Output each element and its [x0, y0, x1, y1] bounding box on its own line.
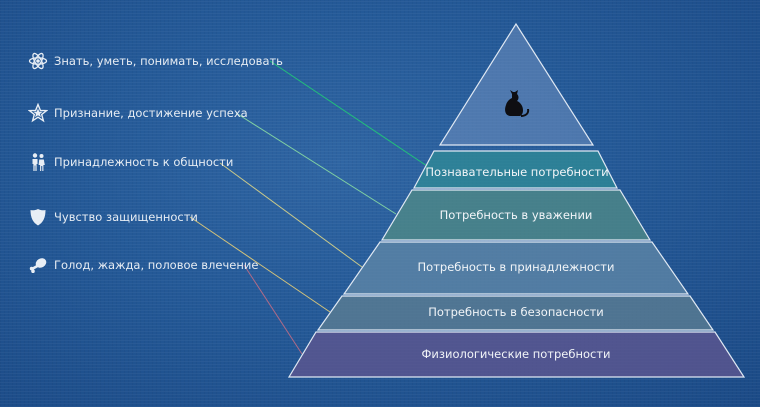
- need-label-wrap: Голод, жажда, половое влечение: [54, 258, 258, 272]
- connector-lines: [189, 60, 431, 355]
- shield-icon: [30, 209, 46, 226]
- star-icon: [28, 103, 48, 123]
- drumstick-icon: [29, 258, 47, 273]
- need-label-physiological: Голод, жажда, половое влечение: [54, 258, 258, 272]
- tier-2-label: Потребность в уважении: [440, 208, 593, 222]
- tier-5-label: Физиологические потребности: [421, 347, 610, 361]
- tier-1-label: Познавательные потребности: [425, 165, 608, 179]
- connector-line: [269, 60, 431, 169]
- people-icon: [32, 153, 45, 171]
- tier-4: Потребность в безопасности: [316, 295, 715, 331]
- need-item-esteem: Признание, достижение успеха: [28, 102, 284, 124]
- need-item-safety: Чувство защищенности: [28, 206, 234, 228]
- tier-3-band: [342, 241, 690, 295]
- tier-5-band: [287, 331, 746, 378]
- need-label-wrap: Принадлежность к общности: [54, 155, 233, 169]
- tier-3-label: Потребность в принадлежности: [418, 260, 615, 274]
- connector-line: [235, 112, 397, 215]
- need-label-cognitive: Знать, уметь, понимать, исследовать: [54, 54, 283, 68]
- connector-line: [189, 216, 331, 313]
- tier-5: Физиологические потребности: [287, 331, 746, 378]
- need-label-wrap: Знать, уметь, понимать, исследовать: [54, 54, 283, 68]
- tier-4-band: [316, 295, 715, 331]
- need-label-wrap: Чувство защищенности: [54, 210, 198, 224]
- need-label-belonging: Принадлежность к общности: [54, 155, 233, 169]
- pyramid-apex: [438, 22, 595, 146]
- tier-1-band: [412, 150, 618, 189]
- need-label-esteem: Признание, достижение успеха: [54, 106, 248, 120]
- need-label-wrap: Признание, достижение успеха: [54, 106, 248, 120]
- need-item-belonging: Принадлежность к общности: [28, 151, 254, 173]
- tier-2-band: [380, 189, 652, 241]
- atom-icon: [28, 52, 48, 70]
- connector-line: [243, 264, 303, 355]
- connector-line: [219, 162, 363, 268]
- tier-1: Познавательные потребности: [412, 150, 618, 189]
- tier-3: Потребность в принадлежности: [342, 241, 690, 295]
- tier-4-label: Потребность в безопасности: [428, 305, 604, 319]
- need-label-safety: Чувство защищенности: [54, 210, 198, 224]
- need-item-physiological: Голод, жажда, половое влечение: [28, 254, 284, 276]
- cat-silhouette-icon: [505, 90, 530, 117]
- tier-2: Потребность в уважении: [380, 189, 652, 241]
- need-item-cognitive: Знать, уметь, понимать, исследовать: [28, 50, 304, 72]
